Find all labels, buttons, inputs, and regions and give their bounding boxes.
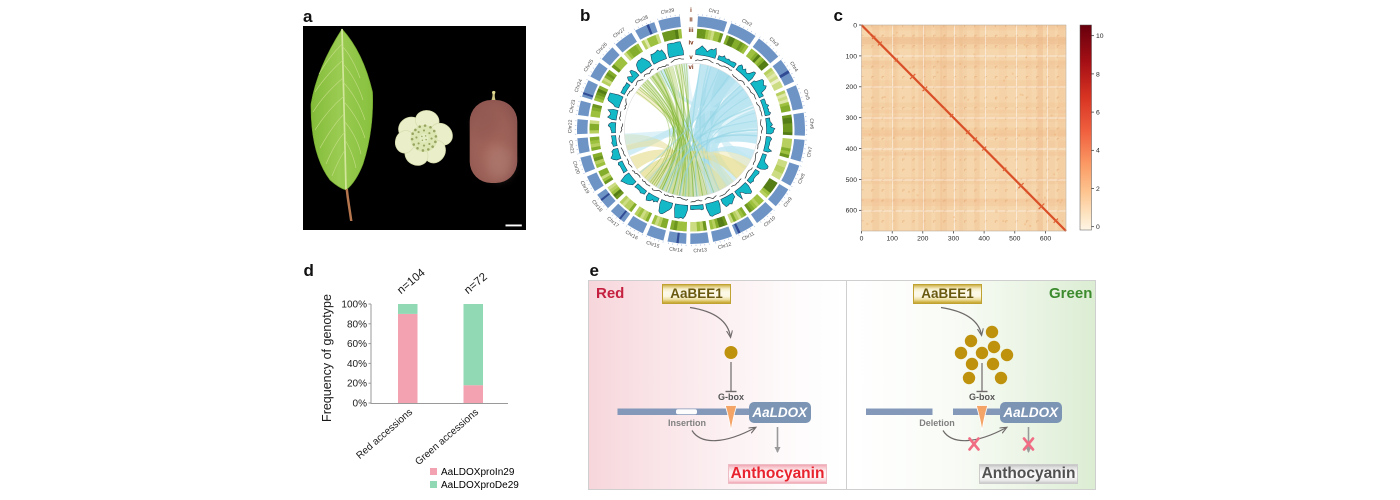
svg-text:0: 0 (860, 236, 864, 243)
svg-text:i: i (690, 8, 692, 14)
svg-text:0%: 0% (353, 399, 368, 410)
svg-text:Chr29: Chr29 (660, 8, 675, 17)
svg-text:4: 4 (1096, 148, 1100, 155)
svg-text:300: 300 (948, 236, 960, 243)
svg-text:Chr10: Chr10 (763, 215, 777, 229)
svg-text:AaLDOXproDe29: AaLDOXproDe29 (441, 480, 519, 491)
svg-text:Chr13: Chr13 (693, 247, 707, 254)
svg-text:Chr15: Chr15 (645, 240, 660, 250)
svg-text:200: 200 (917, 236, 929, 243)
svg-text:600: 600 (1040, 236, 1052, 243)
svg-text:Chr16: Chr16 (624, 230, 639, 242)
svg-text:v: v (689, 55, 693, 61)
svg-text:100: 100 (846, 53, 858, 60)
svg-text:Chr28: Chr28 (634, 14, 649, 25)
svg-text:40%: 40% (347, 359, 367, 370)
svg-text:Chr17: Chr17 (605, 216, 619, 230)
svg-text:Chr22: Chr22 (567, 119, 573, 133)
svg-text:60%: 60% (347, 339, 367, 350)
svg-text:Red accessions: Red accessions (354, 407, 414, 462)
svg-text:400: 400 (978, 236, 990, 243)
svg-text:n=104: n=104 (395, 266, 428, 296)
svg-text:100: 100 (887, 236, 899, 243)
svg-text:Chr7: Chr7 (806, 146, 814, 158)
svg-text:300: 300 (846, 115, 858, 122)
svg-text:Chr5: Chr5 (802, 89, 811, 101)
svg-text:Chr14: Chr14 (669, 246, 683, 254)
svg-text:Chr2: Chr2 (741, 18, 754, 28)
svg-text:100%: 100% (341, 300, 367, 311)
svg-text:0: 0 (1096, 224, 1100, 231)
svg-text:80%: 80% (347, 319, 367, 330)
svg-text:vi: vi (688, 65, 693, 71)
svg-text:500: 500 (846, 177, 858, 184)
svg-text:2: 2 (1096, 186, 1100, 193)
svg-text:Chr3: Chr3 (768, 36, 780, 48)
svg-text:iii: iii (688, 28, 693, 34)
svg-text:200: 200 (846, 84, 858, 91)
svg-text:Chr24: Chr24 (574, 78, 585, 93)
svg-text:Chr23: Chr23 (569, 99, 578, 114)
svg-text:Chr4: Chr4 (788, 61, 799, 74)
svg-text:Chr18: Chr18 (590, 199, 603, 214)
svg-text:400: 400 (846, 146, 858, 153)
svg-text:6: 6 (1096, 110, 1100, 117)
svg-text:500: 500 (1009, 236, 1021, 243)
svg-text:Chr25: Chr25 (583, 58, 595, 73)
svg-text:ii: ii (689, 18, 693, 24)
svg-text:Chr21: Chr21 (567, 140, 575, 155)
svg-text:Chr9: Chr9 (783, 196, 794, 208)
svg-text:Chr6: Chr6 (808, 118, 815, 129)
svg-text:iv: iv (688, 41, 694, 47)
svg-text:Chr20: Chr20 (571, 160, 581, 175)
svg-text:600: 600 (846, 208, 858, 215)
svg-text:Chr12: Chr12 (717, 241, 732, 251)
svg-text:Frequency of genotype: Frequency of genotype (320, 294, 334, 422)
svg-text:Chr8: Chr8 (797, 172, 807, 185)
svg-text:Chr1: Chr1 (708, 8, 720, 16)
svg-text:8: 8 (1096, 71, 1100, 78)
svg-text:Chr19: Chr19 (579, 180, 591, 195)
svg-text:Chr11: Chr11 (741, 231, 756, 243)
svg-text:20%: 20% (347, 379, 367, 390)
svg-text:Green accessions: Green accessions (413, 407, 481, 468)
svg-text:10: 10 (1096, 33, 1104, 40)
svg-text:n=72: n=72 (462, 271, 490, 297)
svg-text:AaLDOXproIn29: AaLDOXproIn29 (441, 467, 515, 478)
svg-text:0: 0 (853, 22, 857, 29)
